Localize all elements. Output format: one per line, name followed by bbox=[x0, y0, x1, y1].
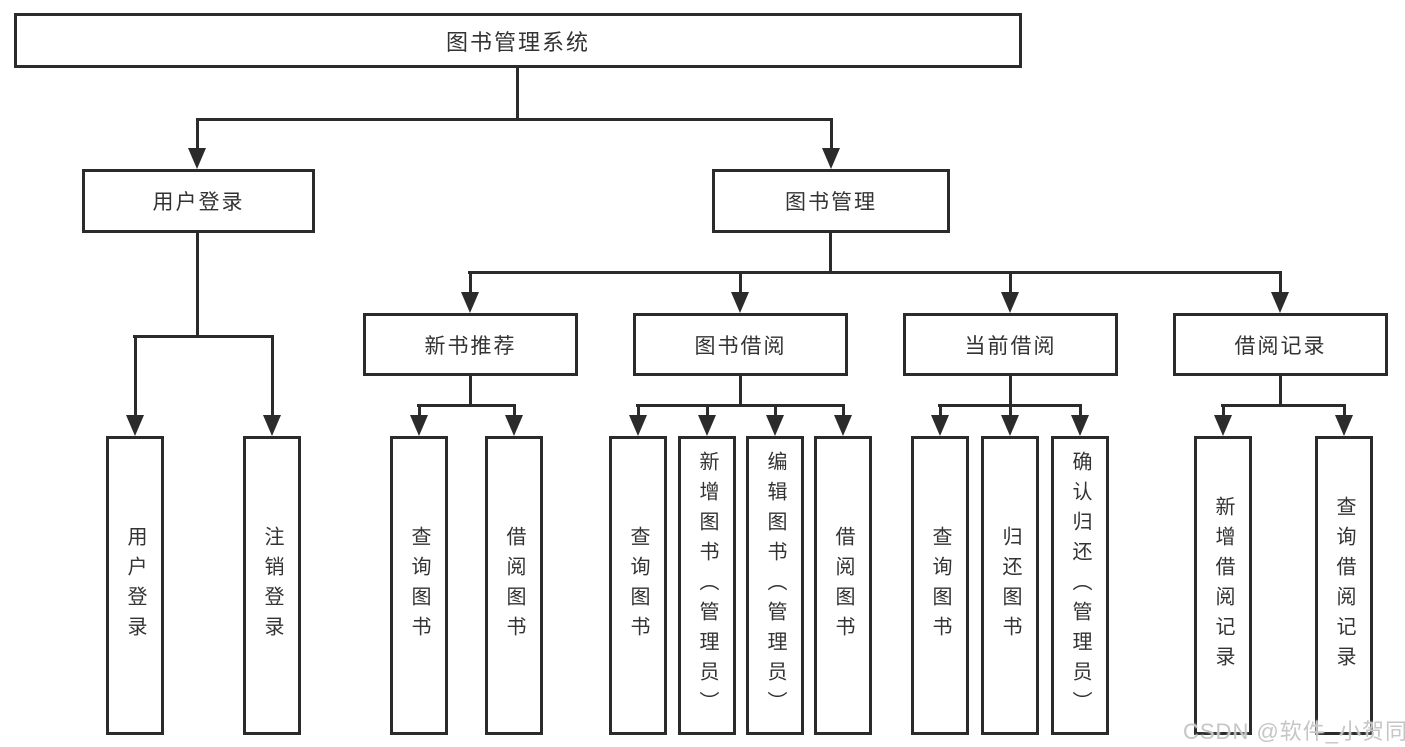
connector-book-mgmt-branch bbox=[468, 271, 1282, 274]
arrow-to-new-book bbox=[461, 271, 479, 313]
arrow-current-borrow-leaf-1 bbox=[931, 404, 949, 436]
leaf-edit-book-admin-label: 编辑图书（管理员） bbox=[764, 450, 786, 721]
connector-borrow-record-branch bbox=[1221, 404, 1346, 407]
arrow-to-book-borrow bbox=[731, 271, 749, 313]
arrow-to-current-borrow bbox=[1001, 271, 1019, 313]
leaf-query-borrow-record: 查询借阅记录 bbox=[1315, 436, 1373, 735]
leaf-logout: 注销登录 bbox=[243, 436, 301, 735]
leaf-user-login-label: 用户登录 bbox=[124, 525, 146, 646]
arrow-book-borrow-leaf-4 bbox=[834, 404, 852, 436]
arrow-new-book-leaf-2 bbox=[505, 404, 523, 436]
leaf-edit-book-admin: 编辑图书（管理员） bbox=[746, 436, 804, 735]
leaf-borrow-book-1: 借阅图书 bbox=[485, 436, 543, 735]
connector-current-borrow-trunk bbox=[1009, 376, 1012, 407]
node-borrow-record: 借阅记录 bbox=[1173, 313, 1388, 376]
node-user-login: 用户登录 bbox=[82, 169, 315, 233]
leaf-borrow-book-2: 借阅图书 bbox=[814, 436, 872, 735]
arrow-new-book-leaf-1 bbox=[410, 404, 428, 436]
leaf-query-book-2-label: 查询图书 bbox=[627, 525, 649, 646]
arrow-borrow-record-leaf-1 bbox=[1214, 404, 1232, 436]
connector-user-login-trunk bbox=[196, 233, 199, 337]
leaf-confirm-return-admin-label: 确认归还（管理员） bbox=[1069, 450, 1091, 721]
leaf-borrow-book-1-label: 借阅图书 bbox=[503, 525, 525, 646]
node-current-borrow: 当前借阅 bbox=[903, 313, 1118, 376]
connector-user-login-branch bbox=[133, 335, 274, 338]
leaf-add-book-admin: 新增图书（管理员） bbox=[678, 436, 736, 735]
connector-book-borrow-branch bbox=[636, 404, 844, 407]
leaf-query-book-2: 查询图书 bbox=[609, 436, 667, 735]
connector-book-mgmt-trunk bbox=[829, 233, 832, 274]
leaf-query-book-1: 查询图书 bbox=[390, 436, 448, 735]
arrow-book-borrow-leaf-2 bbox=[698, 404, 716, 436]
arrow-to-logout-leaf bbox=[263, 335, 281, 436]
leaf-borrow-book-2-label: 借阅图书 bbox=[832, 525, 854, 646]
arrow-to-user-login bbox=[188, 118, 206, 169]
leaf-confirm-return-admin: 确认归还（管理员） bbox=[1051, 436, 1109, 735]
arrow-borrow-record-leaf-2 bbox=[1335, 404, 1353, 436]
leaf-return-book-label: 归还图书 bbox=[999, 525, 1021, 646]
arrow-book-borrow-leaf-3 bbox=[766, 404, 784, 436]
leaf-add-book-admin-label: 新增图书（管理员） bbox=[696, 450, 718, 721]
connector-borrow-record-trunk bbox=[1279, 376, 1282, 407]
node-book-management: 图书管理 bbox=[712, 169, 950, 233]
arrow-to-borrow-record bbox=[1271, 271, 1289, 313]
node-library-management-system: 图书管理系统 bbox=[14, 13, 1022, 68]
leaf-logout-label: 注销登录 bbox=[261, 525, 283, 646]
leaf-query-book-3-label: 查询图书 bbox=[929, 525, 951, 646]
connector-root-trunk bbox=[516, 68, 519, 120]
connector-root-branch bbox=[196, 118, 833, 121]
leaf-add-borrow-record-label: 新增借阅记录 bbox=[1212, 495, 1234, 676]
arrow-to-book-management bbox=[822, 118, 840, 169]
arrow-current-borrow-leaf-2 bbox=[1001, 404, 1019, 436]
leaf-query-book-1-label: 查询图书 bbox=[408, 525, 430, 646]
csdn-watermark: CSDN @软件_小贺同学 bbox=[1183, 719, 1405, 744]
arrow-current-borrow-leaf-3 bbox=[1071, 404, 1089, 436]
leaf-query-borrow-record-label: 查询借阅记录 bbox=[1333, 495, 1355, 676]
leaf-user-login: 用户登录 bbox=[106, 436, 164, 735]
connector-new-book-branch bbox=[417, 404, 516, 407]
connector-new-book-trunk bbox=[469, 376, 472, 407]
connector-book-borrow-trunk bbox=[739, 376, 742, 407]
leaf-return-book: 归还图书 bbox=[981, 436, 1039, 735]
leaf-add-borrow-record: 新增借阅记录 bbox=[1194, 436, 1252, 735]
arrow-to-user-login-leaf bbox=[126, 335, 144, 436]
node-new-book-recommend: 新书推荐 bbox=[363, 313, 578, 376]
arrow-book-borrow-leaf-1 bbox=[629, 404, 647, 436]
node-book-borrow: 图书借阅 bbox=[633, 313, 848, 376]
leaf-query-book-3: 查询图书 bbox=[911, 436, 969, 735]
